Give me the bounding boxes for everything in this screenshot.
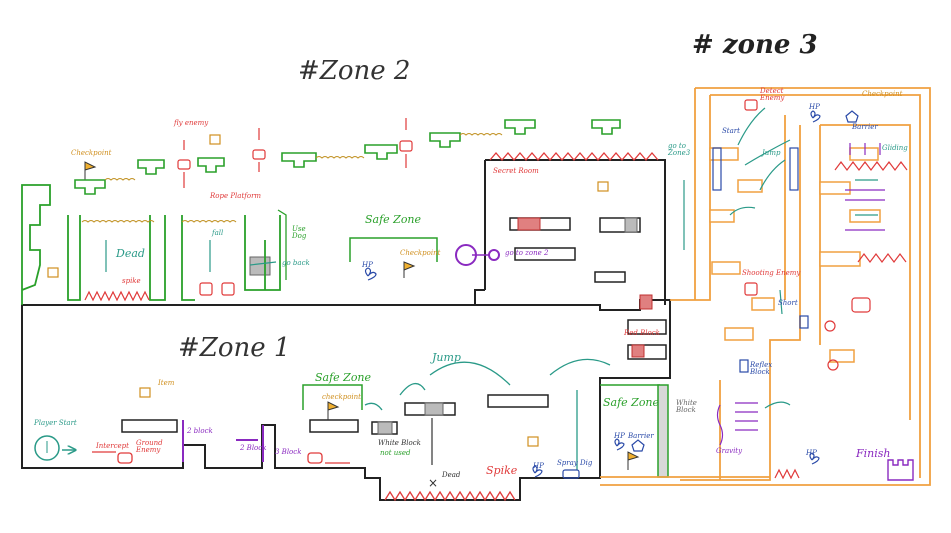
zone3-title: # zone 3: [692, 32, 818, 58]
hatched-blocks: [250, 218, 652, 434]
spikes-zone3c: [775, 470, 799, 478]
player-start-label: Player Start: [34, 420, 77, 427]
short-label: Short: [778, 300, 798, 307]
spikes-secret-room: [490, 153, 658, 160]
checkpoint-zone2-label: Checkpoint: [400, 250, 440, 257]
zone3-platforms: [710, 148, 880, 362]
zone1-title: #Zone 1: [178, 335, 290, 361]
white-block-label: White Block: [378, 440, 421, 447]
spikes-zone3b: [858, 254, 906, 262]
jump-label: Jump: [432, 352, 461, 363]
safe-zone1-label: Safe Zone: [315, 372, 371, 383]
finish-label: Finish: [856, 448, 890, 459]
zone2-enemies: [200, 283, 234, 295]
spray-dig-icon: [563, 470, 579, 478]
checkpoint-zone3-label: Checkpoint: [862, 91, 902, 98]
spike-zone2-label: spike: [122, 278, 141, 285]
barrier-icon: [846, 111, 858, 122]
white-block-b-label: White Block: [676, 400, 696, 414]
dead-zone2-label: Dead: [116, 248, 145, 259]
go-back-label: go back: [282, 260, 310, 267]
secret-room-label: Secret Room: [493, 168, 539, 175]
use-dog-label: Use Dog: [292, 226, 318, 240]
detect-enemy-label: Detect Enemy: [760, 88, 790, 102]
rope-platform-label: Rope Platform: [210, 193, 261, 200]
three-block-label: 3 Block: [275, 449, 301, 456]
hp-safe-label: HP: [614, 433, 625, 440]
barrier-zone3-label: Barrier: [852, 124, 878, 131]
zone2-title: #Zone 2: [298, 58, 410, 84]
gravity-label: Gravity: [716, 448, 742, 455]
safe-zone1b-label: Safe Zone: [603, 397, 659, 408]
go-to-zone2-label: go to zone 2: [505, 250, 548, 257]
two-block-label: 2 block: [187, 428, 213, 435]
jump-zone3-label: Jump: [762, 150, 780, 157]
finish-castle-icon: [888, 460, 913, 480]
zone2-outline: [22, 185, 280, 305]
fall-label: fall: [212, 230, 223, 237]
safe-zone2-label: Safe Zone: [365, 214, 421, 225]
fly-enemy-label: fly enemy: [174, 120, 208, 127]
zone1-platforms: [122, 218, 666, 434]
ground-enemy-icon: [118, 453, 132, 463]
spikes-zone2: [85, 292, 149, 300]
ground-enemy-icon: [308, 453, 322, 463]
hp-zone3-label: HP: [809, 104, 820, 111]
hp-zone2-label: HP: [362, 262, 373, 269]
hp-label: HP: [533, 463, 544, 470]
item-label: Item: [158, 380, 174, 387]
red-block-label: Red Block: [624, 330, 660, 337]
shooting-enemy-label: Shooting Enemy: [742, 270, 800, 277]
start-label: Start: [722, 128, 740, 135]
barrier-icon: [632, 440, 644, 451]
spike-label: Spike: [486, 465, 517, 476]
reflex-block-label: Reflex Block: [750, 362, 778, 376]
spray-dig-label: Spray Dig: [557, 460, 592, 467]
two-block-b-label: 2 Block: [240, 445, 266, 452]
rope-chain: [82, 134, 502, 223]
checkpoint-zone1-label: checkpoint: [322, 394, 361, 401]
ground-enemy-label: Ground Enemy: [136, 440, 168, 454]
zone2-arrows: [106, 180, 684, 272]
go-to-zone3-label: go to Zone3: [668, 143, 690, 157]
svg-text:×: ×: [428, 476, 438, 490]
zone3-enemies: [745, 100, 870, 370]
hp-finish-label: HP: [806, 450, 817, 457]
hp-heart-icon: [366, 111, 821, 477]
dead-label: Dead: [442, 472, 460, 479]
not-used-label: not used: [380, 450, 411, 457]
intercept-label: Intercept: [96, 443, 129, 450]
barrier-label: Barrier: [628, 433, 654, 440]
gliding-label: Gliding: [882, 145, 908, 152]
spikes-zone1-bottom: [385, 492, 515, 500]
checkpoint-zone2-top-label: Checkpoint: [71, 150, 111, 157]
spikes-zone3: [835, 162, 907, 170]
